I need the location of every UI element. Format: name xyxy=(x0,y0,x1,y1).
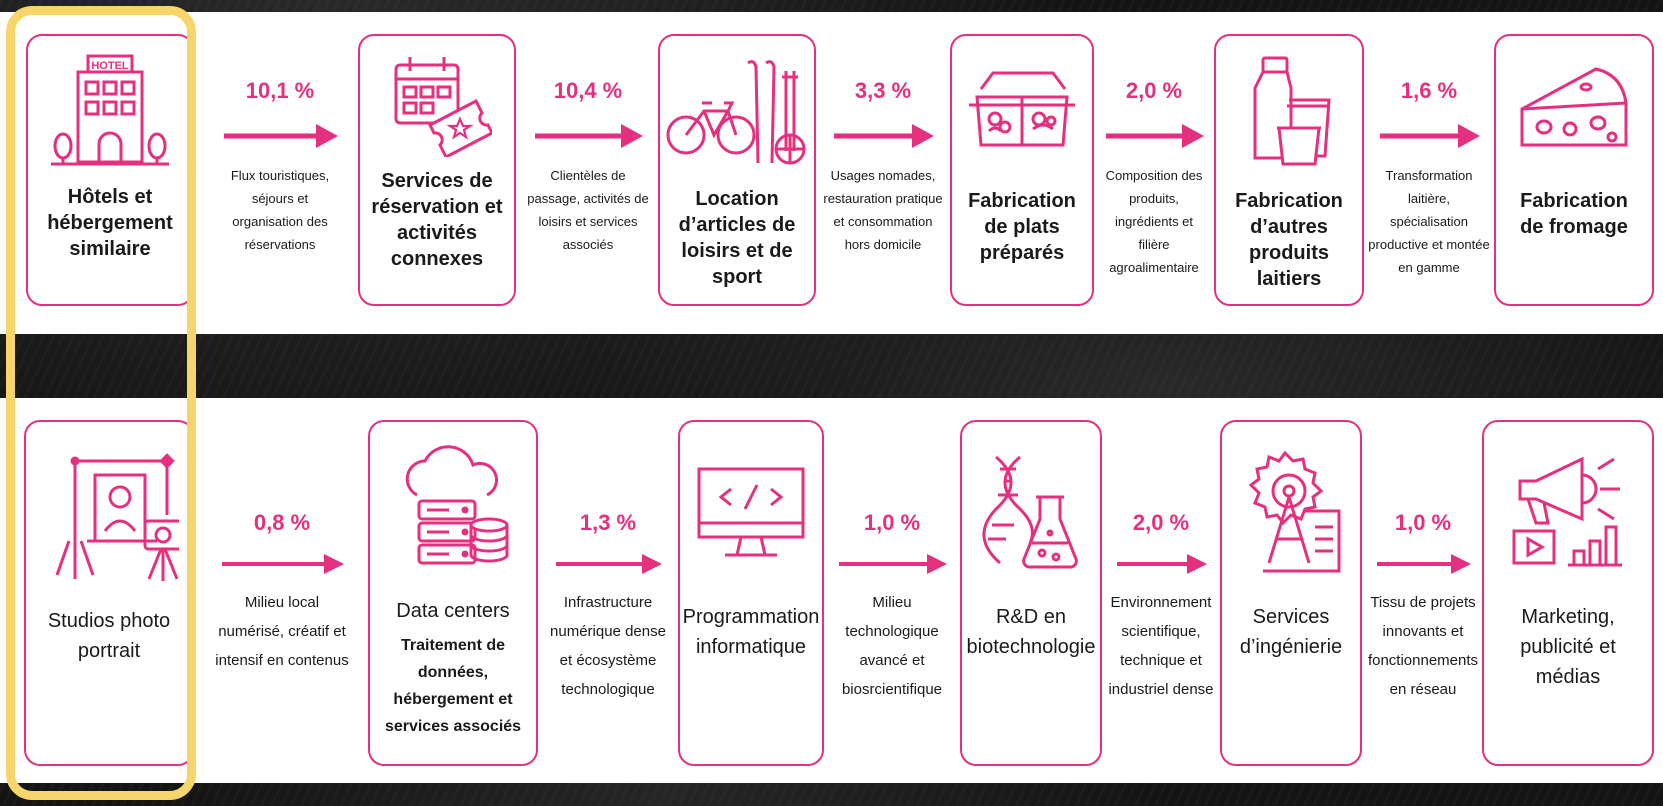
link-percent: 1,0 % xyxy=(863,510,921,535)
card-biotech-rd: R&D en biotechnologie xyxy=(960,420,1102,766)
engineering-gear-icon xyxy=(1222,422,1360,602)
cloud-server-icon xyxy=(370,422,536,598)
card-title: Fabrication de fromage xyxy=(1520,190,1628,238)
right-arrow-icon xyxy=(224,124,338,148)
link-bottom-4: 2,0 % Environnement scientifique, techni… xyxy=(1106,510,1216,704)
link-top-1: 10,1 % Flux touristiques, séjours et org… xyxy=(214,78,346,256)
link-percent: 3,3 % xyxy=(854,78,912,103)
photo-studio-icon xyxy=(26,422,192,606)
card-cheese: Fabrication de fromage xyxy=(1494,34,1654,306)
link-top-3: 3,3 % Usages nomades, restauration prati… xyxy=(822,78,944,256)
card-photo-studios: Studios photo portrait xyxy=(24,420,194,766)
link-percent: 1,6 % xyxy=(1400,78,1458,103)
right-arrow-icon xyxy=(535,124,643,148)
card-title: Fabrication d’autres produits laitiers xyxy=(1235,190,1343,290)
right-arrow-icon xyxy=(1117,554,1207,574)
link-percent: 0,8 % xyxy=(253,510,311,535)
card-title: Data centers xyxy=(396,600,510,622)
link-description: Tissu de projets innovants et fonctionne… xyxy=(1367,594,1479,698)
link-description: Clientèles de passage, activités de lois… xyxy=(527,168,649,252)
right-arrow-icon xyxy=(1106,124,1204,148)
link-percent: 10,1 % xyxy=(245,78,315,103)
card-dairy-products: Fabrication d’autres produits laitiers xyxy=(1214,34,1364,306)
link-description: Transformation laitière, spécialisation … xyxy=(1368,168,1490,275)
right-arrow-icon xyxy=(222,554,344,574)
card-engineering: Services d’ingénierie xyxy=(1220,420,1362,766)
link-top-4: 2,0 % Composition des produits, ingrédie… xyxy=(1098,78,1210,279)
link-top-2: 10,4 % Clientèles de passage, activités … xyxy=(526,78,650,256)
card-title: Marketing, publicité et médias xyxy=(1520,606,1616,688)
card-marketing: Marketing, publicité et médias xyxy=(1482,420,1654,766)
card-title: Services de réservation et activités con… xyxy=(371,170,503,270)
cheese-icon xyxy=(1496,36,1652,188)
card-title: Programmation informatique xyxy=(682,606,820,658)
card-prepared-meals: Fabrication de plats préparés xyxy=(950,34,1094,306)
link-description: Milieu technologique avancé et biosrcien… xyxy=(841,594,943,698)
calendar-ticket-icon xyxy=(360,36,514,168)
bottom-row-panel xyxy=(0,398,1663,783)
link-description: Infrastructure numérique dense et écosys… xyxy=(550,594,666,698)
card-programming: Programmation informatique xyxy=(678,420,824,766)
link-percent: 1,3 % xyxy=(579,510,637,535)
card-sports-rental: Location d’articles de loisirs et de spo… xyxy=(658,34,816,306)
right-arrow-icon xyxy=(834,124,934,148)
card-title: Location d’articles de loisirs et de spo… xyxy=(678,188,796,288)
link-bottom-1: 0,8 % Milieu local numérisé, créatif et … xyxy=(214,510,350,675)
right-arrow-icon xyxy=(1377,554,1471,574)
card-subtitle: Traitement de données, hébergement et se… xyxy=(384,637,522,735)
card-title: Services d’ingénierie xyxy=(1239,606,1343,658)
right-arrow-icon xyxy=(1380,124,1480,148)
card-title: Fabrication de plats préparés xyxy=(968,190,1076,264)
top-row-panel xyxy=(0,12,1663,334)
meal-container-icon xyxy=(952,36,1092,188)
dna-flask-icon xyxy=(962,422,1100,602)
link-description: Milieu local numérisé, créatif et intens… xyxy=(215,594,349,669)
code-monitor-icon xyxy=(680,422,822,602)
card-title: R&D en biotechnologie xyxy=(966,606,1096,658)
link-bottom-5: 1,0 % Tissu de projets innovants et fonc… xyxy=(1366,510,1480,704)
card-reservation: Services de réservation et activités con… xyxy=(358,34,516,306)
link-top-5: 1,6 % Transformation laitière, spécialis… xyxy=(1368,78,1490,279)
link-percent: 2,0 % xyxy=(1132,510,1190,535)
link-bottom-2: 1,3 % Infrastructure numérique dense et … xyxy=(544,510,672,704)
link-bottom-3: 1,0 % Milieu technologique avancé et bio… xyxy=(826,510,958,704)
link-percent: 1,0 % xyxy=(1394,510,1452,535)
svg-text:HOTEL: HOTEL xyxy=(91,60,129,72)
hotel-icon: HOTEL xyxy=(28,36,192,184)
sports-equipment-icon xyxy=(660,36,814,186)
link-description: Composition des produits, ingrédients et… xyxy=(1105,168,1203,275)
link-percent: 2,0 % xyxy=(1125,78,1183,103)
right-arrow-icon xyxy=(556,554,662,574)
link-percent: 10,4 % xyxy=(553,78,623,103)
link-description: Environnement scientifique, technique et… xyxy=(1108,594,1214,698)
card-title: Studios photo portrait xyxy=(47,610,171,662)
link-description: Usages nomades, restauration pratique et… xyxy=(823,168,943,252)
right-arrow-icon xyxy=(839,554,947,574)
card-data-centers: Data centers Traitement de données, hébe… xyxy=(368,420,538,766)
link-description: Flux touristiques, séjours et organisati… xyxy=(230,168,330,252)
card-hotels: HOTEL Hôtels et hébergement similaire xyxy=(26,34,194,306)
megaphone-icon xyxy=(1484,422,1652,602)
card-title: Hôtels et hébergement similaire xyxy=(47,186,173,260)
dairy-products-icon xyxy=(1216,36,1362,188)
